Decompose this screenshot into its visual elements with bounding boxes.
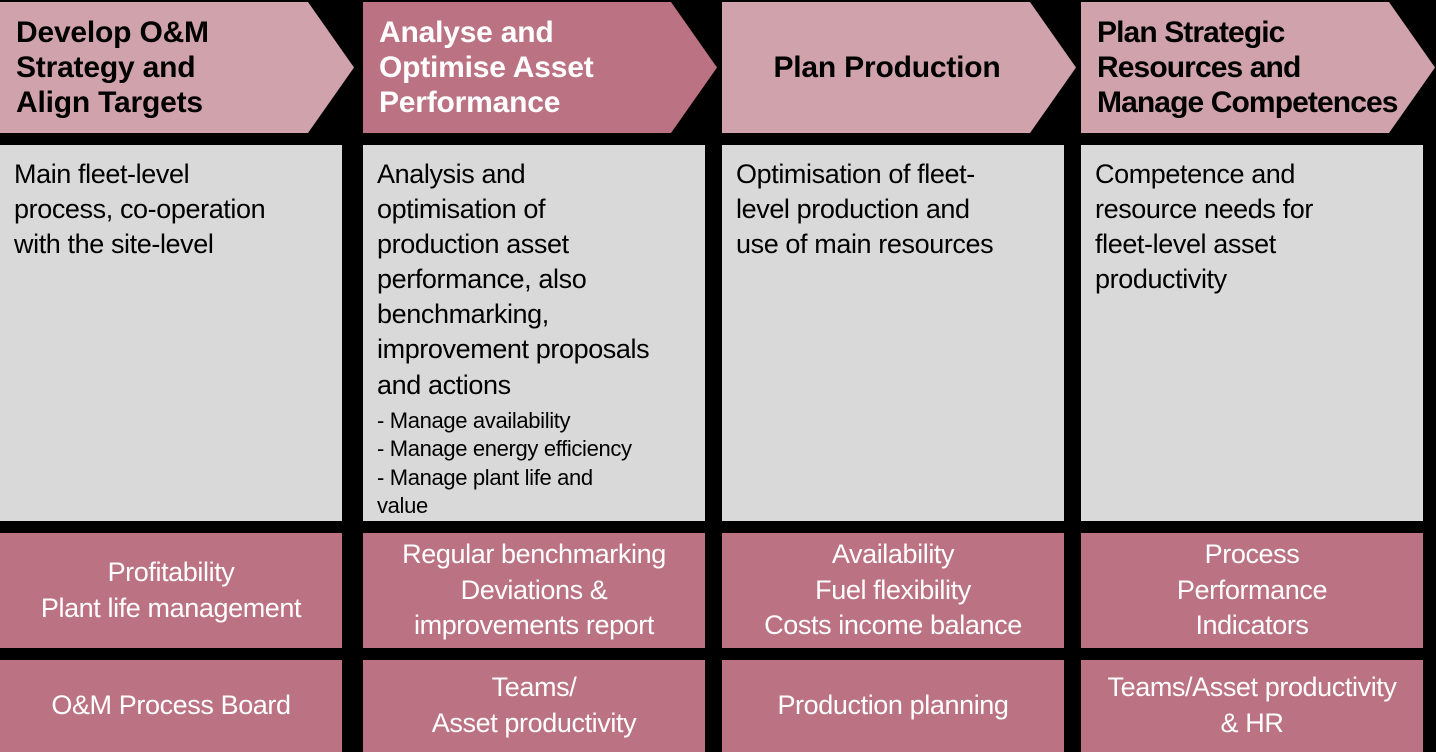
chevron-header-3[interactable]: Plan Production: [722, 2, 1076, 133]
kpi-cell-3-text: Availability Fuel flexibility Costs inco…: [764, 538, 1022, 641]
description-cell-3-text: Optimisation of fleet- level production …: [736, 159, 994, 260]
kpi-cell-4: Process Performance Indicators: [1081, 533, 1423, 648]
process-column-plan-production: Plan Production Optimisation of fleet- l…: [722, 0, 1076, 752]
list-item: - Manage plant life and value: [377, 464, 593, 519]
owner-cell-3: Production planning: [722, 660, 1064, 752]
owner-cell-4-text: Teams/Asset productivity & HR: [1107, 672, 1397, 738]
description-cell-2-text: Analysis and optimisation of production …: [377, 159, 650, 400]
process-column-develop-om-strategy: Develop O&M Strategy and Align Targets M…: [0, 0, 354, 752]
list-item: - Manage availability: [377, 407, 571, 433]
chevron-header-1-label: Develop O&M Strategy and Align Targets: [16, 15, 209, 120]
owner-cell-3-text: Production planning: [777, 690, 1009, 721]
kpi-cell-2: Regular benchmarking Deviations & improv…: [363, 533, 705, 648]
kpi-cell-4-text: Process Performance Indicators: [1176, 538, 1328, 641]
owner-cell-1: O&M Process Board: [0, 660, 342, 752]
owner-cell-2-text: Teams/ Asset productivity: [431, 672, 637, 738]
description-cell-2: Analysis and optimisation of production …: [363, 145, 705, 521]
chevron-header-2-label: Analyse and Optimise Asset Performance: [379, 15, 594, 120]
description-cell-1: Main fleet-level process, co-operation w…: [0, 145, 342, 521]
process-column-plan-strategic-resources: Plan Strategic Resources and Manage Comp…: [1081, 0, 1435, 752]
chevron-header-3-label: Plan Production: [773, 50, 1001, 84]
owner-cell-2: Teams/ Asset productivity: [363, 660, 705, 752]
chevron-header-2[interactable]: Analyse and Optimise Asset Performance: [363, 2, 717, 133]
chevron-header-4-label: Plan Strategic Resources and Manage Comp…: [1097, 15, 1398, 120]
process-column-analyse-optimise-asset-performance: Analyse and Optimise Asset Performance A…: [363, 0, 717, 752]
description-cell-4: Competence and resource needs for fleet-…: [1081, 145, 1423, 521]
owner-cell-4: Teams/Asset productivity & HR: [1081, 660, 1423, 752]
owner-cell-1-text: O&M Process Board: [51, 690, 291, 721]
chevron-header-4[interactable]: Plan Strategic Resources and Manage Comp…: [1081, 2, 1435, 133]
list-item: - Manage energy efficiency: [377, 436, 632, 462]
kpi-cell-1: Profitability Plant life management: [0, 533, 342, 648]
description-cell-3: Optimisation of fleet- level production …: [722, 145, 1064, 521]
kpi-cell-1-text: Profitability Plant life management: [40, 556, 302, 623]
description-cell-1-text: Main fleet-level process, co-operation w…: [14, 159, 266, 260]
description-cell-2-sublist: - Manage availability - Manage energy ef…: [377, 407, 699, 521]
kpi-cell-2-text: Regular benchmarking Deviations & improv…: [402, 538, 666, 641]
description-cell-4-text: Competence and resource needs for fleet-…: [1095, 159, 1313, 295]
chevron-header-1[interactable]: Develop O&M Strategy and Align Targets: [0, 2, 354, 133]
kpi-cell-3: Availability Fuel flexibility Costs inco…: [722, 533, 1064, 648]
